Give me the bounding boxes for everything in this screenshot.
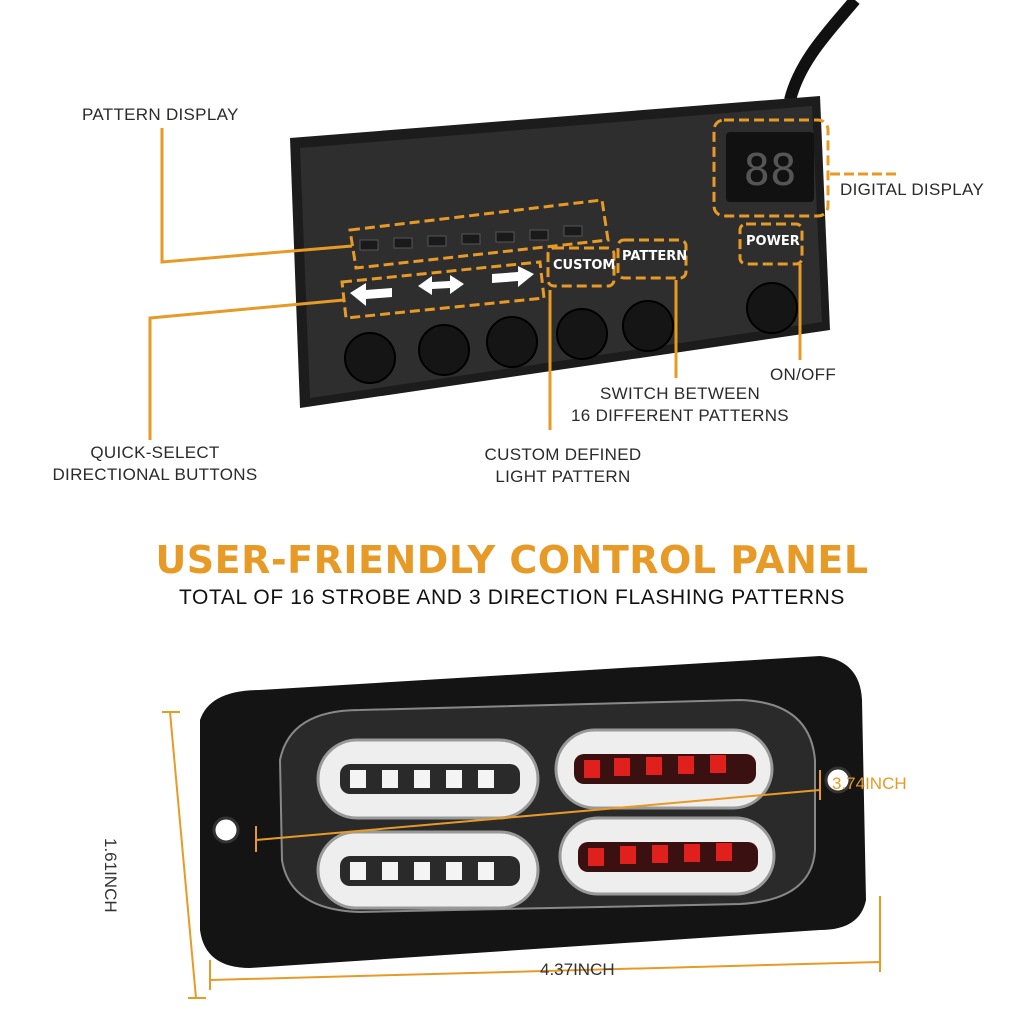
callout-quick-line1: QUICK-SELECT bbox=[90, 443, 220, 462]
arrow-left-icon bbox=[350, 283, 392, 306]
dimension-height: 1.61INCH bbox=[101, 838, 120, 913]
pattern-panel-label: PATTERN bbox=[622, 249, 688, 264]
arrow-both-icon bbox=[418, 275, 464, 295]
callout-switch-line2: 16 DIFFERENT PATTERNS bbox=[571, 406, 789, 425]
callout-custom-line1: CUSTOM DEFINED bbox=[484, 445, 642, 464]
callout-custom-pattern: CUSTOM DEFINED LIGHT PATTERN bbox=[463, 444, 663, 488]
custom-panel-label: CUSTOM bbox=[553, 258, 616, 273]
headline: USER-FRIENDLY CONTROL PANEL bbox=[155, 538, 869, 582]
callout-switch-patterns: SWITCH BETWEEN 16 DIFFERENT PATTERNS bbox=[560, 383, 800, 427]
callout-switch-line1: SWITCH BETWEEN bbox=[599, 384, 761, 403]
callout-quick-select: QUICK-SELECT DIRECTIONAL BUTTONS bbox=[40, 442, 270, 486]
callout-pattern-display: PATTERN DISPLAY bbox=[82, 105, 239, 124]
callout-on-off: ON/OFF bbox=[770, 365, 837, 384]
subheadline: TOTAL OF 16 STROBE AND 3 DIRECTION FLASH… bbox=[179, 586, 845, 609]
callout-quick-line2: DIRECTIONAL BUTTONS bbox=[52, 465, 258, 484]
power-panel-label: POWER bbox=[746, 234, 800, 249]
arrow-right-icon bbox=[492, 266, 534, 287]
digital-display-digits: 88 bbox=[744, 145, 797, 196]
callout-custom-line2: LIGHT PATTERN bbox=[495, 467, 631, 486]
callout-digital-display: DIGITAL DISPLAY bbox=[840, 180, 985, 199]
dimension-inner: 3.74INCH bbox=[832, 774, 907, 793]
arrow-icons bbox=[350, 266, 534, 306]
dimension-width: 4.37INCH bbox=[540, 960, 615, 979]
